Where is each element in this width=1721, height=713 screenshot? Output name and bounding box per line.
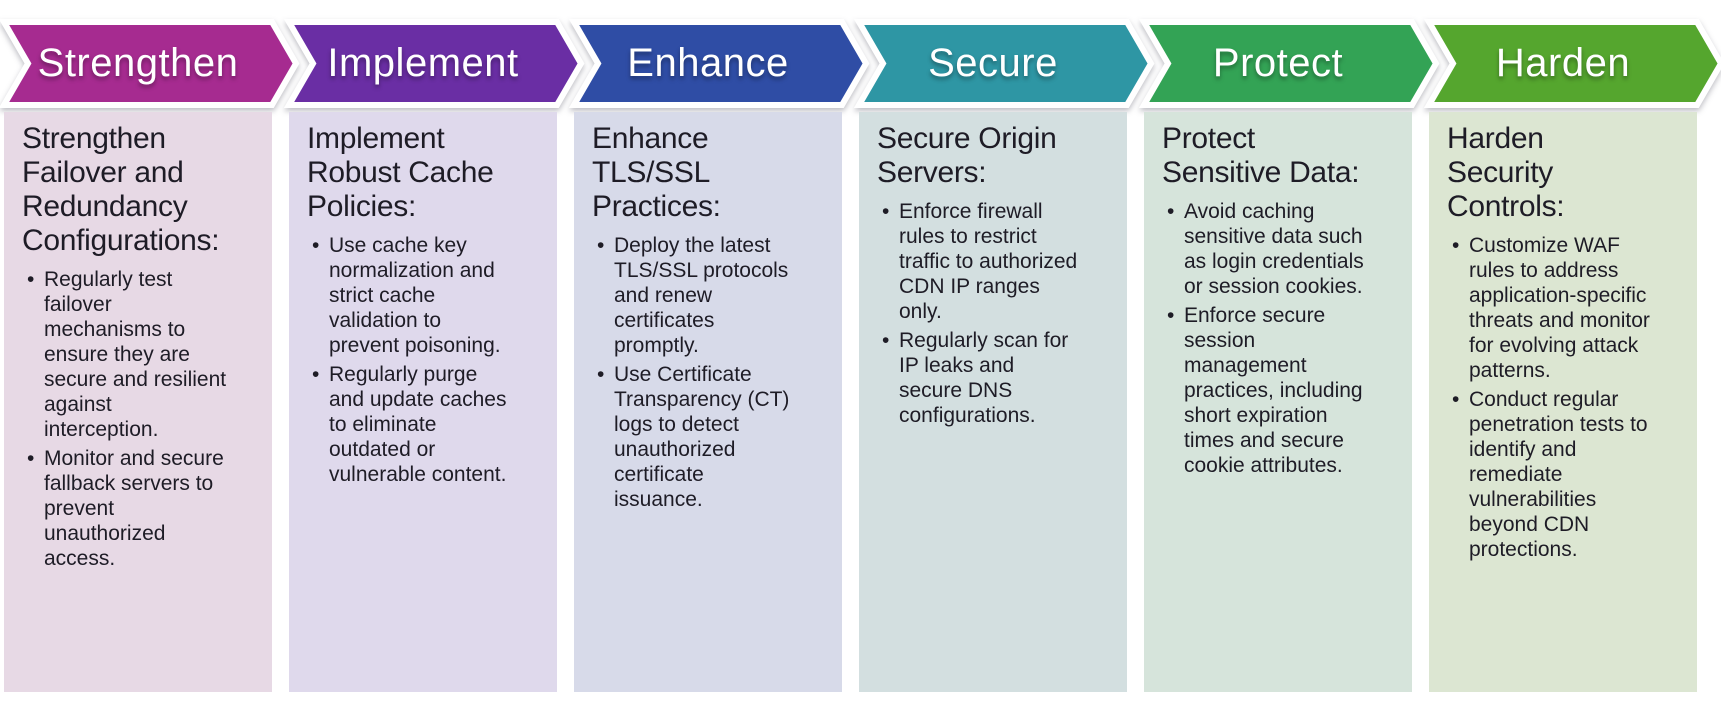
bullet-list: Regularly test failover mechanisms to en… (22, 267, 227, 571)
chevron-arrow-strengthen (0, 19, 300, 108)
bullet-item: Regularly purge and update caches to eli… (312, 362, 512, 487)
panel-title: Strengthen Failover and Redundancy Confi… (22, 122, 220, 257)
chevron-arrow-harden (1423, 19, 1721, 108)
bullet-list: Avoid caching sensitive data such as log… (1162, 199, 1367, 478)
bullet-item: Use cache key normalization and strict c… (312, 233, 512, 358)
chevron-arrow-protect (1138, 19, 1440, 108)
bullet-text: Deploy the latest TLS/SSL protocols and … (614, 234, 789, 357)
bullet-item: Enforce firewall rules to restrict traff… (882, 199, 1082, 324)
bullet-item: Deploy the latest TLS/SSL protocols and … (597, 233, 797, 358)
panel-title: Protect Sensitive Data: (1162, 122, 1360, 189)
bullet-text: Conduct regular penetration tests to ide… (1469, 388, 1648, 561)
step-panel-strengthen: Strengthen Failover and Redundancy Confi… (4, 112, 272, 692)
step-label-harden: Harden (1495, 41, 1631, 85)
step-panel-implement: Implement Robust Cache Policies: Use cac… (289, 112, 557, 692)
bullet-list: Deploy the latest TLS/SSL protocols and … (592, 233, 797, 512)
step-label-implement: Implement (327, 41, 519, 85)
chevron-arrow-implement (283, 19, 585, 108)
bullet-text: Enforce secure session management practi… (1184, 304, 1363, 477)
step-label-strengthen: Strengthen (37, 41, 239, 85)
bullet-item: Customize WAF rules to address applicati… (1452, 233, 1652, 383)
step-label-protect: Protect (1212, 41, 1344, 85)
bullet-text: Regularly purge and update caches to eli… (329, 363, 507, 486)
bullet-text: Regularly test failover mechanisms to en… (44, 268, 227, 441)
bullet-text: Avoid caching sensitive data such as log… (1184, 200, 1364, 298)
step-panel-harden: Harden Security Controls: Customize WAF … (1429, 112, 1697, 692)
bullet-item: Conduct regular penetration tests to ide… (1452, 387, 1652, 562)
arrow-banner-row (0, 19, 1721, 108)
bullet-text: Use Certificate Transparency (CT) logs t… (614, 363, 790, 511)
panel-title: Secure Origin Servers: (877, 122, 1057, 189)
bullet-text: Customize WAF rules to address applicati… (1469, 234, 1650, 382)
bullet-list: Use cache key normalization and strict c… (307, 233, 512, 487)
bullet-text: Use cache key normalization and strict c… (329, 234, 501, 357)
bullet-item: Enforce secure session management practi… (1167, 303, 1367, 478)
panel-title: Harden Security Controls: (1447, 122, 1565, 223)
bullet-text: Regularly scan for IP leaks and secure D… (899, 329, 1069, 427)
bullet-list: Customize WAF rules to address applicati… (1447, 233, 1652, 562)
chevron-arrow-enhance (568, 19, 870, 108)
chevron-arrow-secure (853, 19, 1155, 108)
bullet-item: Avoid caching sensitive data such as log… (1167, 199, 1367, 299)
step-panel-protect: Protect Sensitive Data: Avoid caching se… (1144, 112, 1412, 692)
bullet-item: Monitor and secure fallback servers to p… (27, 446, 227, 571)
bullet-item: Regularly scan for IP leaks and secure D… (882, 328, 1082, 428)
bullet-item: Regularly test failover mechanisms to en… (27, 267, 227, 442)
panel-title: Implement Robust Cache Policies: (307, 122, 494, 223)
panel-title: Enhance TLS/SSL Practices: (592, 122, 721, 223)
bullet-list: Enforce firewall rules to restrict traff… (877, 199, 1082, 428)
step-label-enhance: Enhance (627, 41, 789, 85)
bullet-item: Use Certificate Transparency (CT) logs t… (597, 362, 797, 512)
step-panel-enhance: Enhance TLS/SSL Practices: Deploy the la… (574, 112, 842, 692)
step-panel-secure: Secure Origin Servers: Enforce firewall … (859, 112, 1127, 692)
bullet-text: Enforce firewall rules to restrict traff… (899, 200, 1078, 323)
bullet-text: Monitor and secure fallback servers to p… (44, 447, 224, 570)
step-label-secure: Secure (928, 41, 1058, 85)
